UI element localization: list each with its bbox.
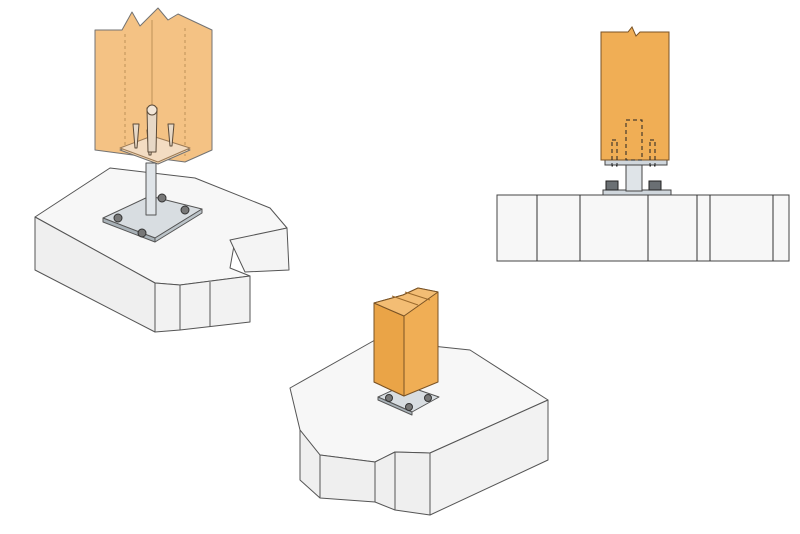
view-iso-installed [289, 287, 549, 516]
nut-icon [113, 193, 190, 238]
elevation-top-plate [604, 159, 668, 166]
nut-icon [605, 180, 662, 191]
nut-icon [385, 394, 432, 411]
elevation-tube [625, 163, 643, 192]
post-base-plate-icon [102, 195, 203, 243]
support-tube [145, 162, 157, 216]
footing-notch [229, 227, 290, 273]
view-iso-transparent [34, 7, 290, 333]
timber-post-elevation [600, 26, 670, 161]
hidden-lines [611, 119, 656, 167]
concrete-footing [34, 167, 290, 333]
view-elevation [496, 26, 790, 262]
concrete-slab [496, 194, 790, 262]
slab-joints [536, 195, 774, 261]
footing-front-right [154, 275, 251, 333]
timber-post-installed [373, 287, 439, 397]
footing-right-2 [429, 399, 549, 516]
anchor-bolt-icon [132, 104, 175, 156]
